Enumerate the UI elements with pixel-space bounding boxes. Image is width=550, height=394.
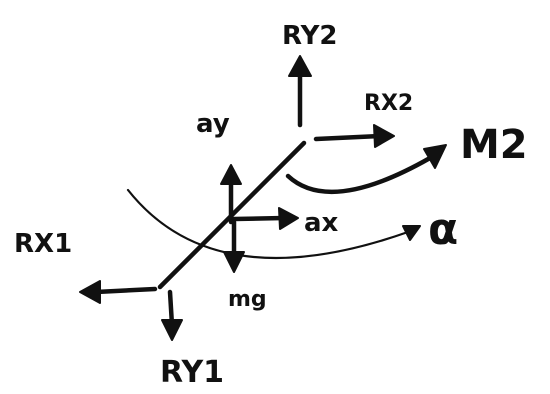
ry2-arrow (288, 55, 312, 128)
label-rx2: RX2 (364, 91, 413, 116)
label-m2: M2 (460, 122, 528, 168)
rx1-arrow (79, 280, 158, 304)
m2-moment-arrow (285, 144, 447, 195)
label-ry2: RY2 (282, 21, 338, 51)
label-ax: ax (304, 208, 339, 238)
ry1-arrow (161, 289, 183, 341)
label-alpha: α (428, 204, 458, 255)
rx2-arrow (313, 124, 395, 148)
label-ay: ay (196, 109, 230, 139)
label-rx1: RX1 (14, 229, 72, 259)
ax-arrow (231, 207, 299, 230)
label-ry1: RY1 (160, 355, 224, 390)
label-mg: mg (228, 287, 267, 312)
alpha-arc-arrow (126, 188, 421, 260)
ay-arrow (220, 164, 242, 225)
mg-arrow (223, 219, 245, 273)
